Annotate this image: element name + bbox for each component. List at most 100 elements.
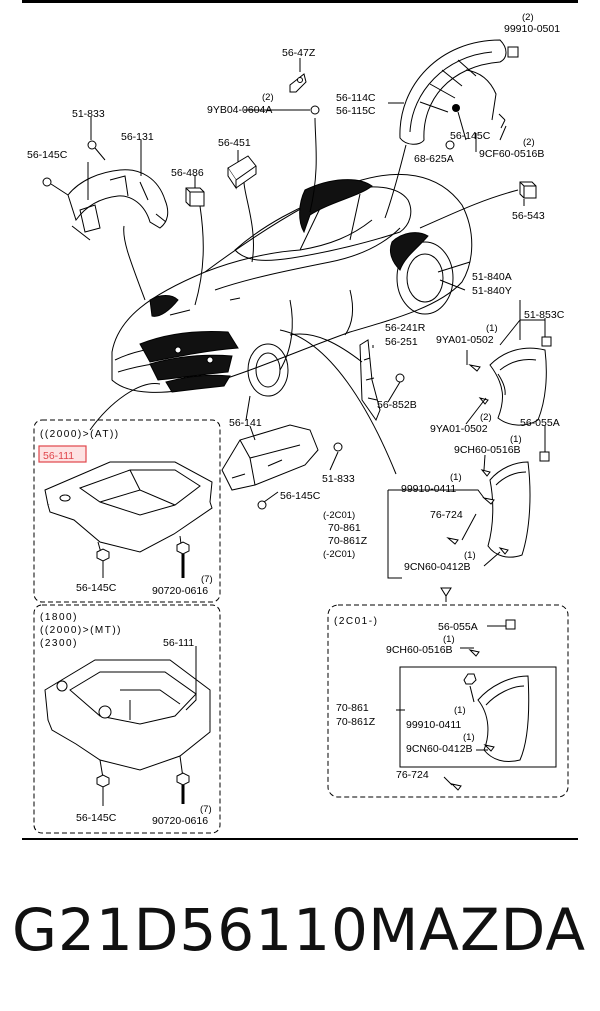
label-qty: (1) [486,323,498,334]
label-part: 56-145C [450,130,491,142]
engine-under-cover-at [44,461,213,553]
front-mud-flap [489,347,547,426]
label-part: 56-141 [229,417,262,429]
section-title-1800: (1800) [40,612,78,623]
label-part: 99910-0501 [504,23,560,35]
label-part: 9CF60-0516B [479,148,544,160]
splash-shield-56-141 [221,424,319,491]
label-qty: (1) [450,472,462,483]
label-part: 56-145C [76,582,117,594]
brand-name: MAZDA [368,896,586,964]
inset-box [399,666,557,768]
rear-wheelhouse-liner [399,39,519,145]
label-part: 99910-0411 [406,719,461,731]
bottom-rule [22,838,578,840]
front-fender-liner [67,169,169,241]
label-part: 56-145C [76,812,117,824]
pad-56-543 [519,181,537,199]
clip-icon [541,336,552,347]
screw-icon [498,113,506,129]
label-part: 56-055A [520,417,560,429]
label-part: 56-055A [438,621,478,633]
mud-flap-2c01 [463,673,530,763]
label-part: 56-251 [385,336,418,348]
bolt-56-145C-mt [96,774,110,806]
label-part: 56-852B [377,399,417,411]
parts-diagram: (2) 99910-0501 56-47Z (2) 9YB04-0604A 56… [27,12,569,834]
label-qty: (1) [464,550,476,561]
clip-icon [539,451,550,462]
label-qty: (1) [463,732,475,743]
label-part: 9YA01-0502 [436,334,494,346]
label-part: 9CH60-0516B [386,644,453,656]
bolt-icon [257,500,267,510]
label-note: (-2C01) [323,510,355,521]
nut-68-625A [445,140,455,150]
rivet-icon [452,104,460,112]
label-part: 99910-0411 [401,483,456,495]
label-part: 56-543 [512,210,545,222]
top-rule [22,0,578,3]
label-qty: (2) [522,12,534,23]
pad-56-486 [185,187,205,207]
label-part: 90720-0616 [152,815,208,827]
label-part: 56-486 [171,167,204,179]
label-part: 56-111 [163,637,194,649]
bolt-90720-0616-mt [176,772,190,804]
label-qty: (2) [480,412,492,423]
label-part: 51-840Y [472,285,512,297]
label-part: 56-241R [385,322,426,334]
label-part: 51-833 [72,108,105,120]
label-part: 76-724 [396,769,429,781]
label-part: 56-114C [336,92,376,104]
label-qty: (2) [262,92,274,103]
label-part: 68-625A [414,153,454,165]
label-part: 51-840A [472,271,512,283]
section-title-2300: (2300) [40,638,78,649]
label-part: 56-131 [121,131,154,143]
label-part: 9CN60-0412B [404,561,471,573]
rear-mud-flap [487,461,531,558]
seal-pad-56-451 [227,155,257,190]
label-note: (-2C01) [323,549,355,560]
section-title-2c01: (2C01-) [334,616,378,627]
label-qty: (7) [200,804,212,815]
label-qty: (2) [523,137,535,148]
part-number: G21D56110 [12,896,369,964]
side-cover-56-241R [359,339,381,422]
down-arrow-icon [440,587,452,597]
label-part: 56-451 [218,137,251,149]
section-title-at: ((2000)>(AT)) [40,429,120,440]
part-labels: (2) 99910-0501 56-47Z (2) 9YB04-0604A 56… [27,12,565,827]
highlight-56-111 [38,445,87,463]
label-part: 9CN60-0412B [406,743,473,755]
label-qty: (1) [454,705,466,716]
bracket-56-47Z [289,73,320,115]
label-part: 70-861 [336,702,369,714]
label-part: 90720-0616 [152,585,208,597]
label-qty: (1) [443,634,455,645]
clip-icon [87,140,97,150]
section-boxes [33,419,569,834]
clip-icon [333,442,343,452]
section-title-mt: ((2000)>(MT)) [40,625,122,636]
bolt-icon [42,177,52,187]
bolt-56-145C [96,548,110,578]
label-qty: (1) [510,434,522,445]
label-part: 56-145C [280,490,321,502]
label-part: 9CH60-0516B [454,444,521,456]
label-part: 56-115C [336,105,376,117]
label-part: 70-861Z [336,716,376,728]
label-part: 9YB04-0604A [207,104,272,116]
leader-lines [87,58,546,579]
label-part: 56-145C [27,149,68,161]
label-qty: (7) [201,574,213,585]
bolt-90720-0616 [176,541,190,578]
label-part: 70-861 [328,522,361,534]
part-caption: G21D56110 MAZDA [0,890,600,980]
label-part: 70-861Z [328,535,368,547]
label-part: 76-724 [430,509,463,521]
label-part: 9YA01-0502 [430,423,488,435]
engine-under-cover-mt [44,659,211,771]
label-part: 51-833 [322,473,355,485]
